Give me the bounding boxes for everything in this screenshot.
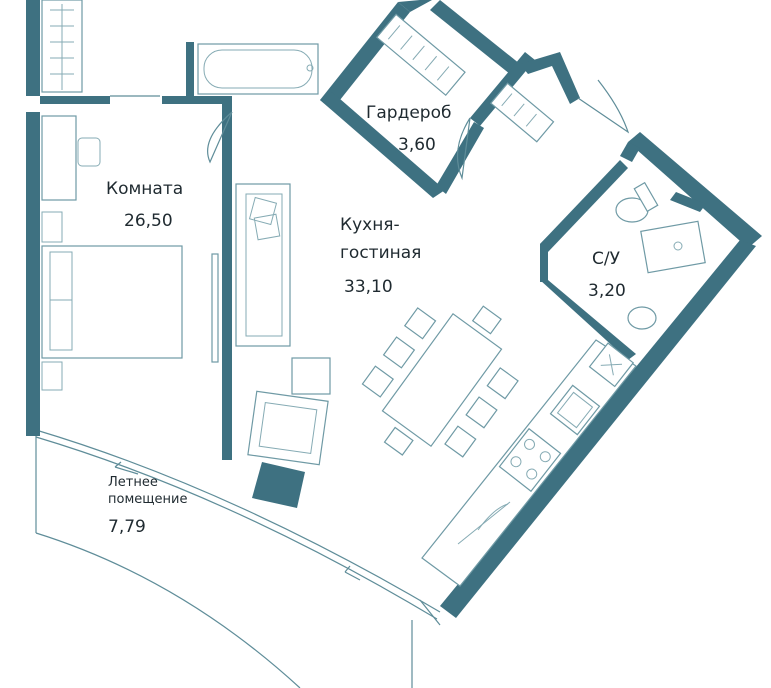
ottoman-icon	[291, 357, 331, 395]
room-label-room: Комната 26,50	[106, 179, 183, 231]
fridge-icon	[588, 342, 635, 388]
wardrobe-hanger-icon	[41, 0, 83, 93]
room-area-balcony: 7,79	[108, 517, 146, 537]
wardrobe-hanger-icon	[375, 13, 555, 143]
doors	[110, 79, 630, 181]
room-name-wardrobe: Гардероб	[366, 103, 451, 123]
room-name-kitchen-1: Кухня-	[340, 215, 400, 235]
room-label-bathroom: С/У 3,20	[588, 249, 626, 301]
room-label-wardrobe: Гардероб 3,60	[366, 103, 451, 155]
room-area-room: 26,50	[124, 211, 173, 231]
room-area-bathroom: 3,20	[588, 281, 626, 301]
room-name-kitchen-2: гостиная	[340, 243, 421, 263]
room-name-room: Комната	[106, 179, 183, 199]
toilet-icon	[615, 181, 659, 223]
sofa-icon	[235, 183, 291, 347]
stove-icon	[498, 427, 562, 493]
desk-icon	[41, 115, 101, 201]
room-area-kitchen: 33,10	[344, 277, 393, 297]
toilet-icon	[627, 306, 657, 330]
glazing-arrows	[114, 461, 361, 581]
room-name-balcony-1: Летнее	[108, 475, 158, 490]
armchair-icon	[247, 390, 329, 466]
tv-icon	[211, 253, 219, 363]
sink-icon	[549, 384, 601, 436]
cutting-board-icon	[457, 501, 511, 545]
balcony-outline	[35, 429, 441, 688]
room-area-wardrobe: 3,60	[398, 135, 436, 155]
bathtub-icon	[197, 43, 319, 95]
sink-icon	[640, 220, 706, 274]
room-name-balcony-2: помещение	[108, 492, 187, 507]
room-label-balcony: Летнее помещение 7,79	[108, 475, 187, 537]
bed-icon	[41, 211, 183, 391]
room-label-kitchen: Кухня- гостиная 33,10	[340, 215, 421, 297]
dining-table-icon	[361, 305, 519, 458]
room-name-bathroom: С/У	[592, 249, 621, 269]
